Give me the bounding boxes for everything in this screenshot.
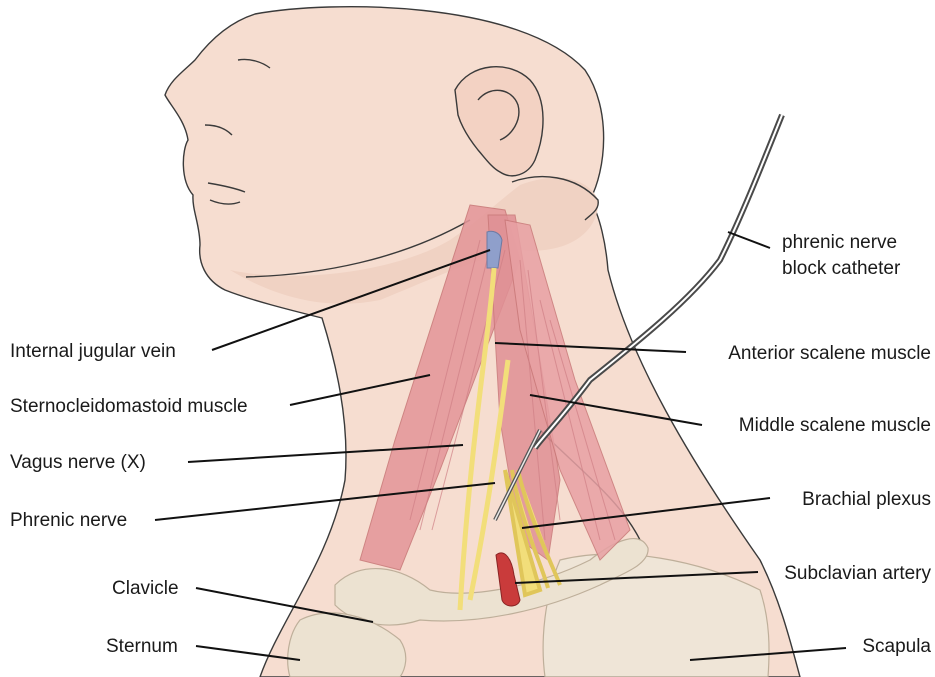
label-sternum: Sternum — [106, 636, 178, 657]
label-scapula: Scapula — [862, 636, 931, 657]
label-brachial-plexus: Brachial plexus — [802, 489, 931, 510]
label-clavicle: Clavicle — [112, 578, 179, 599]
label-middle-scalene: Middle scalene muscle — [739, 415, 931, 436]
leader-catheter — [728, 232, 770, 248]
label-catheter-line2: block catheter — [782, 258, 901, 279]
label-catheter-line1: phrenic nerve — [782, 232, 897, 253]
label-vagus-nerve: Vagus nerve (X) — [10, 452, 146, 473]
label-anterior-scalene: Anterior scalene muscle — [728, 343, 931, 364]
label-internal-jugular-vein: Internal jugular vein — [10, 341, 176, 362]
label-sternocleidomastoid: Sternocleidomastoid muscle — [10, 396, 248, 417]
label-phrenic-nerve: Phrenic nerve — [10, 510, 127, 531]
label-subclavian-artery: Subclavian artery — [784, 563, 931, 584]
